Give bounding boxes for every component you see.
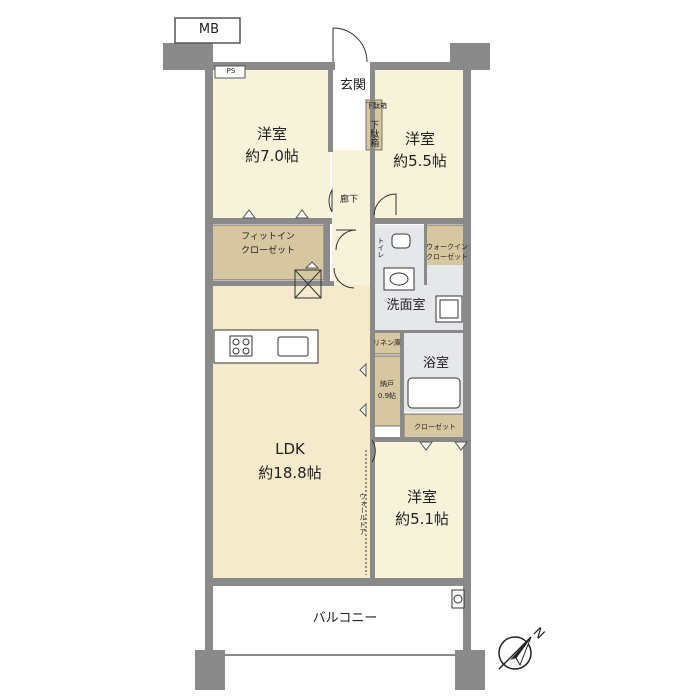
outdoor-unit (451, 589, 465, 609)
toilet-label: トイレ (376, 236, 385, 258)
entrance-door (332, 27, 368, 63)
door-arc (371, 439, 376, 463)
fridge-space (294, 269, 322, 299)
western-room-51-floor (375, 442, 465, 580)
mb-label: MB (198, 22, 220, 37)
western-room-7-name: 洋室 (256, 125, 287, 143)
fit-in-closet-label-1: フィットイン (241, 232, 295, 242)
stove (229, 335, 253, 357)
bathroom-label: 浴室 (422, 356, 449, 371)
wall-door-label: ウォールドア (358, 493, 367, 535)
closet-doors (242, 209, 468, 451)
western-room-7-floor (212, 70, 330, 220)
balcony-label: バルコニー (312, 611, 378, 626)
entrance-floor (332, 70, 372, 150)
toilet-fixture (391, 233, 411, 249)
hallway-label: 廊下 (339, 195, 358, 205)
shoe-box-label: 下駄箱 (368, 119, 379, 147)
ps-label: PS (226, 67, 236, 75)
walk-in-closet-label-2: クローゼット (426, 253, 468, 261)
washbasin (383, 267, 415, 291)
door-arc (333, 267, 355, 289)
storage-fill (371, 355, 403, 427)
shoe-box-top-label: 下駄箱 (366, 102, 387, 110)
washroom-label: 洗面室 (386, 298, 426, 313)
ps-box (214, 65, 246, 79)
fit-in-closet-fill (211, 224, 325, 281)
western-room-55-size: 約5.5帖 (393, 152, 447, 170)
closet-label: クローゼット (414, 423, 456, 431)
hallway-floor (332, 150, 374, 290)
entrance-label: 玄関 (339, 78, 366, 93)
linen-label: リネン庫 (373, 339, 401, 347)
ldk-floor (212, 285, 372, 580)
ldk-size: 約18.8帖 (258, 464, 322, 482)
western-room-51-name: 洋室 (406, 488, 437, 506)
walk-in-closet-label-1: ウォークイン (426, 243, 468, 251)
western-room-51-size: 約5.1帖 (395, 510, 449, 528)
western-room-55-name: 洋室 (404, 130, 435, 148)
closet-fill (403, 413, 466, 441)
storage-size: 0.9帖 (377, 392, 397, 400)
mb-box (174, 17, 241, 44)
door-arc (328, 188, 333, 213)
ldk-name: LDK (275, 440, 305, 458)
fit-in-closet-label-2: クローゼット (240, 246, 295, 256)
kitchen-sink (277, 336, 309, 357)
door-arc (373, 193, 397, 216)
storage-name: 納戸 (380, 380, 394, 388)
walls (163, 43, 490, 690)
balcony-floor (209, 584, 467, 656)
bathtub (407, 377, 461, 409)
north-compass (498, 636, 532, 670)
door-arc (335, 229, 357, 251)
western-room-7-size: 約7.0帖 (245, 147, 299, 165)
